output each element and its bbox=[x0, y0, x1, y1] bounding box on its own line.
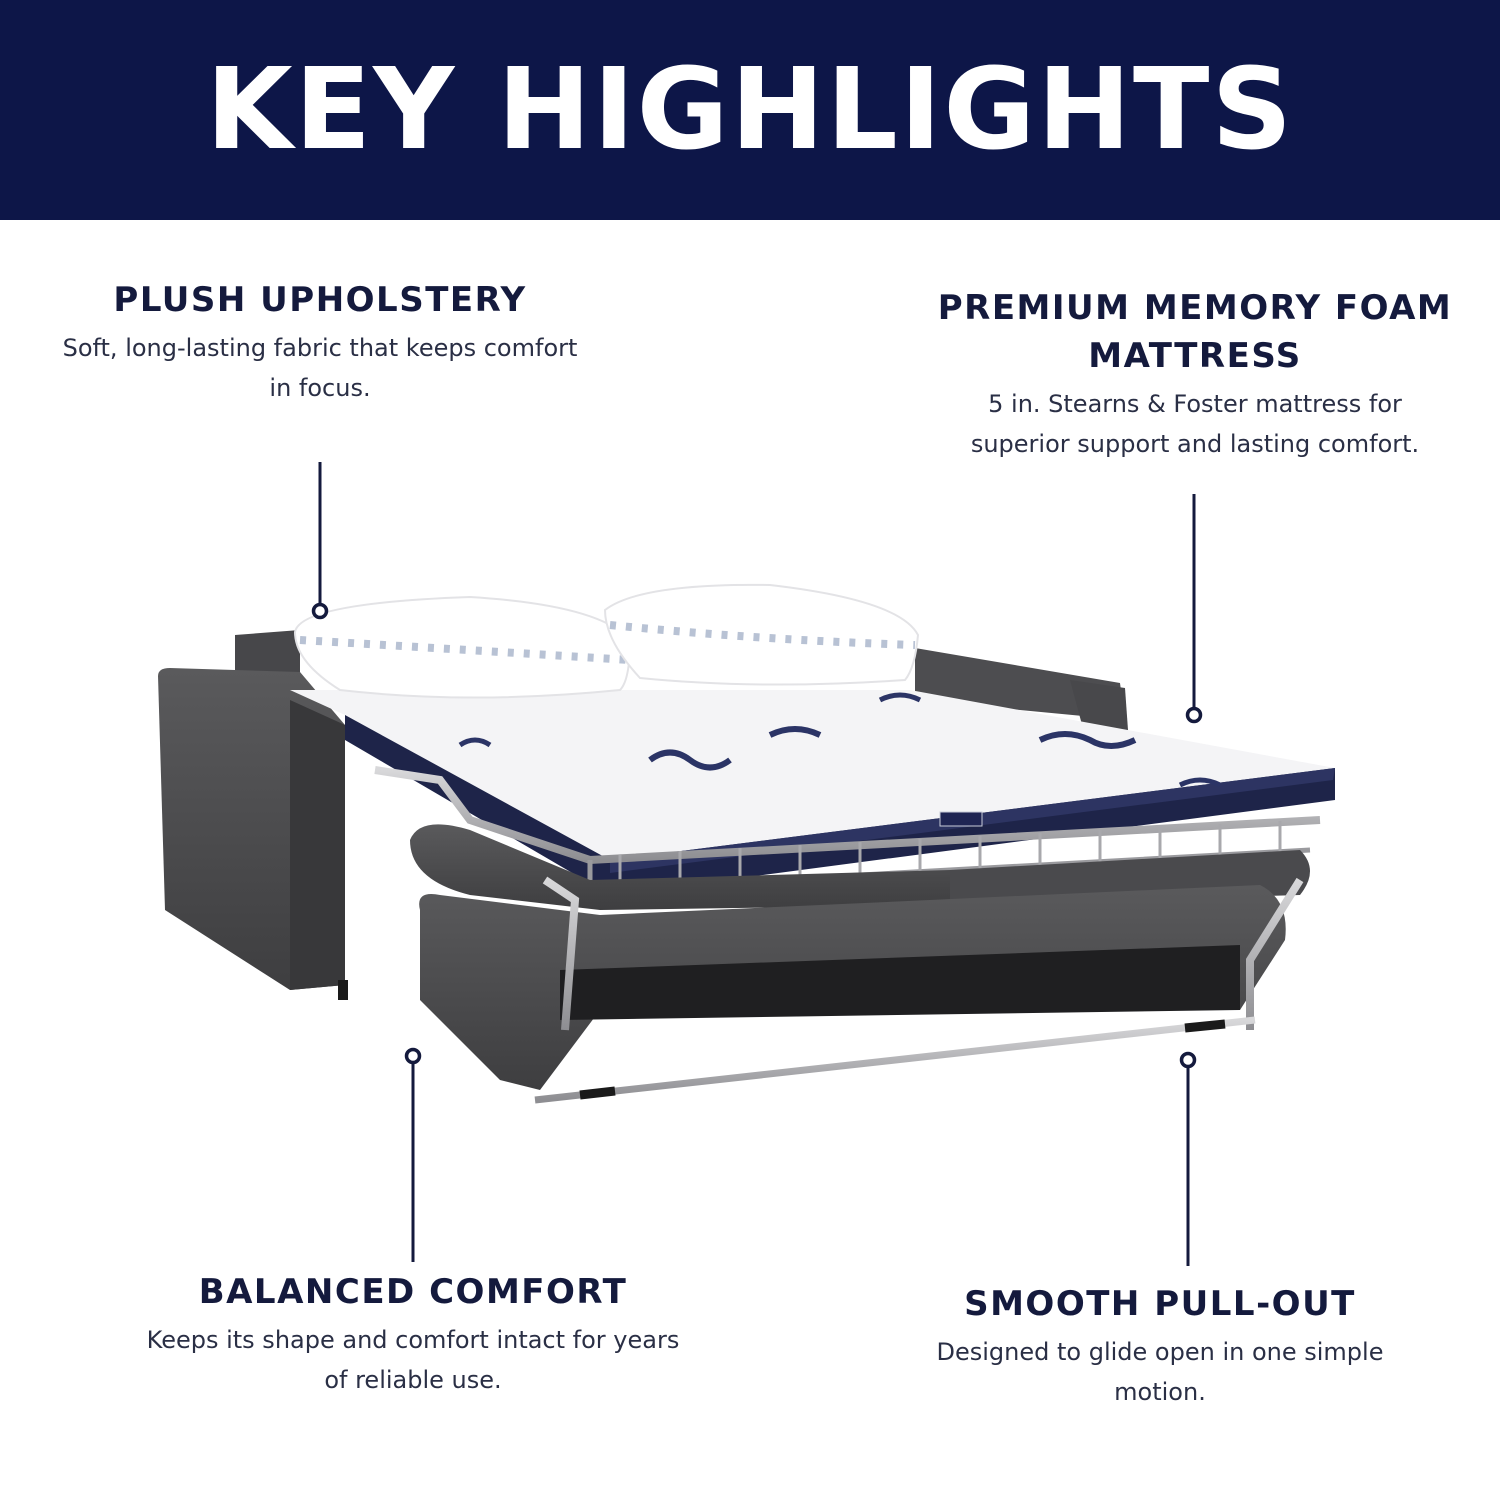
callout-title: PLUSH UPHOLSTERY bbox=[113, 280, 527, 320]
callout-title: BALANCED COMFORT bbox=[198, 1272, 628, 1312]
callout-balanced-comfort: BALANCED COMFORT Keeps its shape and com… bbox=[143, 1268, 683, 1400]
callout-plush-upholstery: PLUSH UPHOLSTERY Soft, long-lasting fabr… bbox=[60, 276, 580, 408]
callout-memory-foam-mattress: PREMIUM MEMORY FOAM MATTRESS 5 in. Stear… bbox=[935, 284, 1455, 464]
callout-description: Keeps its shape and comfort intact for y… bbox=[146, 1326, 680, 1394]
page-title: KEY HIGHLIGHTS bbox=[205, 45, 1295, 175]
header-banner: KEY HIGHLIGHTS bbox=[0, 0, 1500, 220]
callout-title: PREMIUM MEMORY FOAM MATTRESS bbox=[937, 288, 1453, 376]
callout-description: Designed to glide open in one simple mot… bbox=[936, 1338, 1384, 1406]
callout-smooth-pull-out: SMOOTH PULL-OUT Designed to glide open i… bbox=[905, 1280, 1415, 1412]
callout-description: Soft, long-lasting fabric that keeps com… bbox=[62, 334, 578, 402]
callout-description: 5 in. Stearns & Foster mattress for supe… bbox=[970, 390, 1420, 458]
callout-title: SMOOTH PULL-OUT bbox=[964, 1284, 1356, 1324]
